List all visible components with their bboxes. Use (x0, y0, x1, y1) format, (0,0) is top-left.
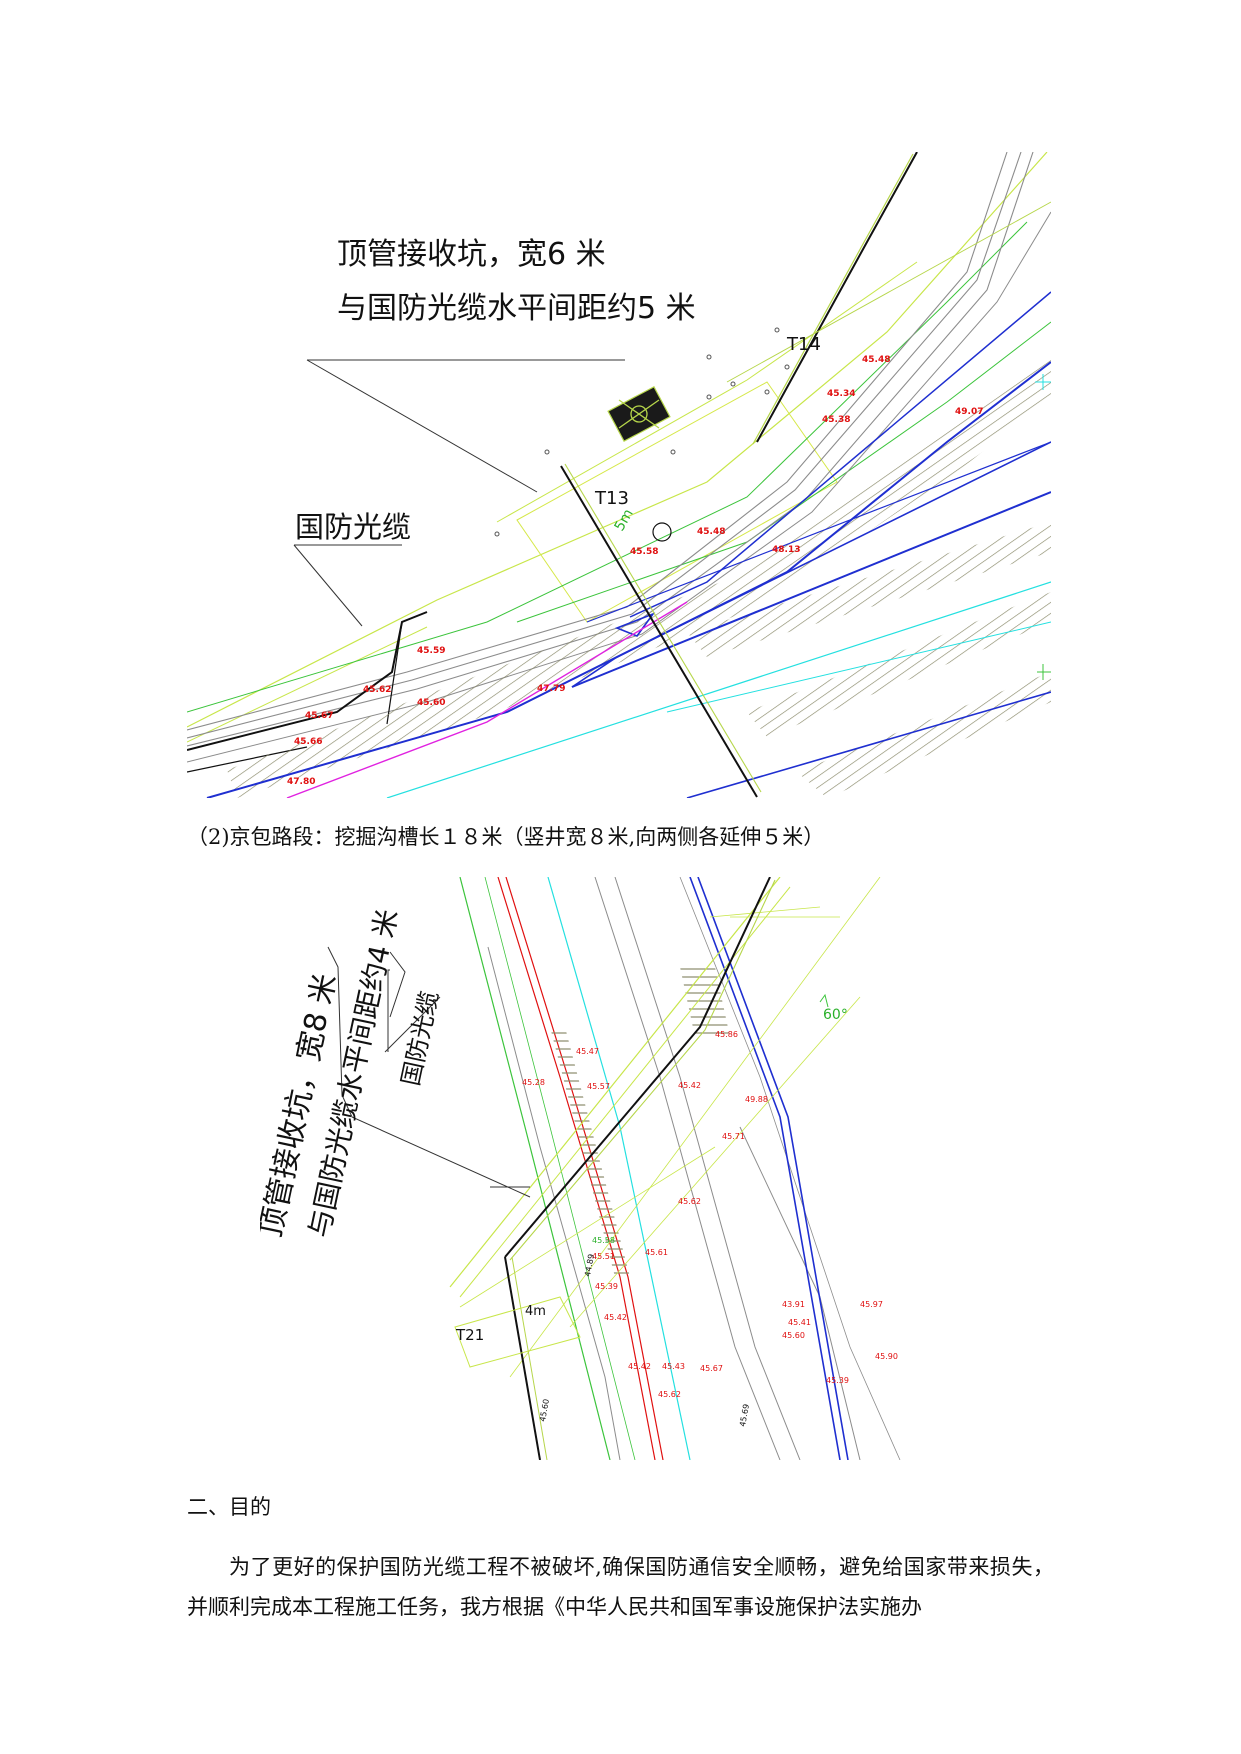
dimension-5m: 5m (612, 506, 637, 534)
elevation-label: 45.42 (604, 1313, 627, 1322)
tag-t14: T14 (786, 334, 821, 355)
elevation-label: 49.88 (745, 1095, 768, 1104)
elevation-label: 48.13 (772, 545, 800, 555)
cable-label: 国防光缆 (295, 510, 411, 544)
angle-label: 60° (823, 1007, 848, 1023)
elevation-label: 45.41 (788, 1318, 811, 1327)
elevation-label: 47.79 (537, 684, 565, 694)
elevation-label: 45.47 (576, 1047, 599, 1056)
elevation-label: 45.57 (587, 1082, 610, 1091)
body-paragraph: 为了更好的保护国防光缆工程不被破坏,确保国防通信安全顺畅，避免给国家带来损失，并… (187, 1555, 1054, 1619)
note-pit-width: 顶管接收坑，宽6 米 (337, 237, 606, 272)
elevation-label: 45.60 (538, 1398, 551, 1422)
dimension-4m: 4m (525, 1304, 546, 1319)
cable-label: 国防光缆 (396, 989, 443, 1089)
elevation-label: 45.38 (822, 415, 850, 425)
elevation-label: 45.42 (628, 1362, 651, 1371)
elevation-label: 49.07 (955, 407, 983, 417)
elevation-label: 45.61 (645, 1248, 668, 1257)
elevation-label: 45.66 (294, 737, 322, 747)
elevation-label: 45.86 (715, 1030, 738, 1039)
elevation-label: 45.51 (592, 1252, 615, 1261)
tag-t13: T13 (594, 488, 629, 509)
elevation-label: 45.58 (630, 547, 658, 557)
elevation-label: 44.89 (583, 1253, 596, 1277)
elevation-label: 45.71 (722, 1132, 745, 1141)
elevation-label: 45.48 (862, 355, 890, 365)
elevation-label: 45.34 (827, 389, 855, 399)
elevation-label: 45.67 (305, 711, 333, 721)
elevation-label: 45.67 (700, 1364, 723, 1373)
elevation-label: 45.60 (782, 1331, 805, 1340)
elevation-label: 45.39 (826, 1376, 849, 1385)
elevation-label: 45.69 (738, 1403, 751, 1427)
section-heading: 二、目的 (187, 1495, 271, 1519)
elevation-label: 45.97 (860, 1300, 883, 1309)
elevation-label: 45.62 (678, 1197, 701, 1206)
elevation-label: 45.42 (678, 1081, 701, 1090)
elevation-label: 47.80 (287, 777, 315, 787)
note-cable-distance: 与国防光缆水平间距约5 米 (337, 291, 696, 326)
elevation-label: 45.28 (522, 1078, 545, 1087)
tag-t21: T21 (455, 1326, 484, 1344)
elevation-label: 45.39 (595, 1282, 618, 1291)
elevation-label: 45.60 (417, 698, 445, 708)
elevation-label: 45.59 (417, 646, 445, 656)
cad-drawing-site-plan-1: 顶管接收坑，宽6 米 与国防光缆水平间距约5 米 国防光缆 T14 T13 5m… (187, 152, 1051, 798)
elevation-label: 43.91 (782, 1300, 805, 1309)
receiving-pit-symbol (607, 385, 671, 443)
elevation-label: 45.62 (658, 1390, 681, 1399)
section-caption: （2)京包路段：挖掘沟槽长１８米（竖井宽８米,向两侧各延伸５米） (187, 825, 825, 849)
cad-drawing-site-plan-2: 顶管接收坑，宽8 米 与国防光缆水平间距约4 米 国防光缆 T21 60° 4m… (260, 877, 901, 1460)
elevation-label: 45.90 (875, 1352, 898, 1361)
elevation-label: 45.43 (662, 1362, 685, 1371)
elevation-label: 45.62 (363, 685, 391, 695)
elevation-label: 45.58 (592, 1236, 615, 1245)
elevation-label: 45.48 (697, 527, 725, 537)
